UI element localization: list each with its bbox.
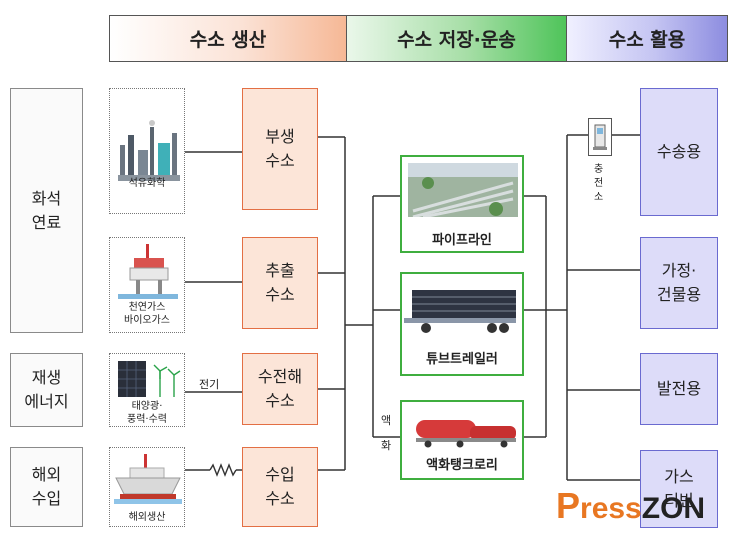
solar-wind-icon [118,361,181,397]
overseas-caption: 해외생산 [128,512,166,523]
use-transport-label: 수송용 [656,142,702,161]
source-overseas-import-label: 해외 수입 [31,465,62,508]
source-fossil-fuel-label: 화석 연료 [31,188,62,232]
charging-station-label: 충전소 [594,164,604,203]
source-overseas-import: 해외 수입 [10,447,83,527]
ship-icon [114,454,182,504]
transport-pipeline: 파이프라인 [400,155,524,253]
watermark-p-glyph: P [556,485,581,526]
use-transport: 수송용 [640,88,718,216]
use-power-generation: 발전용 [640,353,718,425]
stage-storage-transport-label: 수소 저장·운송 [397,29,516,51]
liquefaction-label-2: 화 [381,439,392,452]
stage-production-label: 수소 생산 [189,29,267,51]
tank-lorry-label: 액화탱크로리 [426,458,498,473]
stage-production: 수소 생산 [109,15,347,62]
prod-imported-hydrogen: 수입 수소 [242,447,318,527]
prod-extraction-label: 추출 수소 [265,261,295,304]
watermark-part2: ZON [641,492,706,525]
use-home-building-label: 가정· 건물용 [656,261,702,304]
petrochem-caption: 석유화학 [128,178,166,189]
use-home-building: 가정· 건물용 [640,237,718,329]
prod-extracted-hydrogen: 추출 수소 [242,237,318,329]
prod-electrolysis-hydrogen: 수전해 수소 [242,353,318,425]
transport-liquid-tank-lorry: 액화탱크로리 [400,400,524,480]
renewable-image-box: 태양광· 풍력·수력 [109,353,185,427]
prod-electrolysis-label: 수전해 수소 [257,367,303,410]
presszon-watermark: PressZON [556,486,705,526]
tube-trailer-icon [404,290,516,333]
use-gas-turbine: 가스 터빈 [640,450,718,528]
natural-gas-image-box: 천연가스 바이오가스 [109,237,185,333]
prod-byproduct-hydrogen: 부생 수소 [242,88,318,210]
stage-storage-transport: 수소 저장·운송 [347,15,567,62]
prod-byproduct-label: 부생 수소 [265,127,295,170]
offshore-platform-icon [118,244,178,299]
charging-station-icon [593,124,607,150]
use-power-label: 발전용 [656,379,702,398]
renewable-caption: 태양광· 풍력·수력 [127,401,167,425]
source-renewable-energy-label: 재생 에너지 [24,368,69,411]
tube-trailer-label: 튜브트레일러 [426,352,498,367]
stage-utilization-label: 수소 활용 [608,29,686,51]
refinery-icon [118,120,180,181]
transport-tube-trailer: 튜브트레일러 [400,272,524,376]
use-gas-turbine-label: 가스 터빈 [664,467,694,510]
prod-import-label: 수입 수소 [265,465,295,508]
stage-utilization: 수소 활용 [567,15,728,62]
source-fossil-fuel: 화석 연료 [10,88,83,333]
pipeline-icon [408,163,518,217]
ship-transfer-symbol [209,463,237,477]
watermark-part1: ress [580,492,642,525]
petrochem-image-box: 석유화학 [109,88,185,214]
overseas-image-box: 해외생산 [109,447,185,527]
charging-station-box [588,118,612,156]
natural-gas-caption: 천연가스 바이오가스 [124,302,170,326]
electricity-label: 전기 [199,378,220,391]
source-renewable-energy: 재생 에너지 [10,353,83,427]
tank-lorry-icon [416,420,516,448]
pipeline-label: 파이프라인 [432,233,492,248]
liquefaction-label-1: 액 [381,414,392,427]
